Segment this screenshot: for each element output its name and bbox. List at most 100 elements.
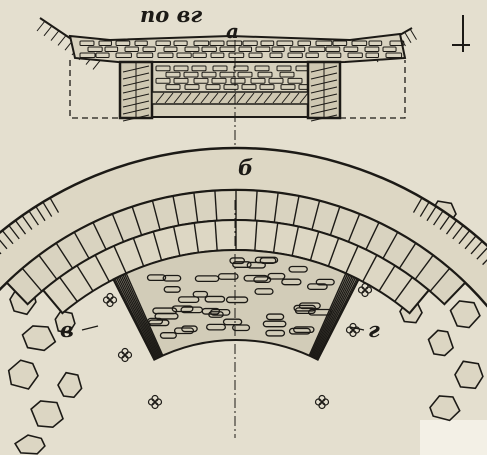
label-b: б — [238, 155, 253, 180]
tick-line — [8, 225, 20, 240]
hatch-line — [43, 25, 53, 37]
base-stone — [259, 84, 275, 90]
block-joint — [59, 276, 78, 302]
tick-line — [412, 197, 423, 213]
base-stone — [211, 77, 227, 84]
rosette-petal — [361, 282, 369, 291]
base-stone — [205, 84, 221, 90]
block-joint — [214, 220, 218, 251]
edge-joint — [114, 278, 156, 360]
block-joint — [414, 254, 434, 280]
paving-stones — [79, 40, 405, 58]
paving-stone — [238, 46, 253, 52]
paving-stone — [297, 40, 311, 46]
base-stone — [287, 77, 303, 84]
paving-stone — [193, 40, 210, 46]
base-stone — [155, 77, 171, 84]
base-stone — [219, 71, 235, 78]
paving-stone — [173, 40, 188, 46]
base-stone — [173, 65, 189, 72]
paving-stone — [287, 52, 303, 58]
margin-fragment — [452, 15, 470, 52]
block-joint — [94, 254, 110, 282]
core-stone — [293, 304, 316, 312]
core-stone — [232, 261, 252, 268]
core-stone — [204, 295, 226, 303]
block-joint — [76, 265, 94, 292]
base-stone — [191, 65, 207, 72]
base-stone — [280, 84, 296, 90]
core-stone — [201, 307, 221, 315]
paving-stone — [79, 40, 95, 46]
paper-highlight — [420, 420, 487, 455]
block-joint — [113, 245, 127, 274]
edge-joint — [317, 279, 360, 360]
label-a: а — [226, 19, 239, 43]
curb-blocks — [6, 190, 466, 360]
base-stone — [165, 71, 181, 78]
base-stone — [268, 77, 284, 84]
paving-stone — [104, 46, 119, 52]
edge-joint — [120, 275, 161, 358]
tick-line — [0, 239, 8, 250]
tick-line — [458, 230, 471, 245]
base-stone — [193, 77, 209, 84]
plan-view — [0, 146, 487, 455]
block-joint — [398, 242, 417, 269]
tick-line — [426, 206, 437, 222]
block-joint — [152, 231, 163, 261]
tick-line — [470, 240, 483, 255]
hatch-line — [50, 30, 60, 41]
paving-stone — [260, 40, 275, 46]
base-stone — [237, 71, 253, 78]
rosette-petal — [318, 394, 326, 403]
paving-stone — [210, 52, 225, 58]
paving-stone — [79, 52, 96, 58]
paving-stone — [209, 40, 225, 46]
paving-stone — [226, 40, 243, 46]
paving-stone — [382, 46, 397, 52]
block-joint — [345, 245, 359, 274]
core-stone — [267, 272, 286, 280]
block-joint — [132, 237, 145, 267]
base-stone — [241, 84, 257, 90]
core-stone — [171, 305, 194, 313]
base-stones — [155, 65, 314, 90]
paving-stone — [157, 52, 174, 58]
core-stone — [288, 265, 308, 273]
rosette-petal — [151, 394, 159, 403]
block-joint — [172, 195, 180, 226]
paving-stone — [98, 40, 112, 46]
block-joint — [362, 254, 378, 282]
cobble — [57, 371, 83, 399]
core-stones — [146, 256, 335, 339]
block-joint — [38, 254, 58, 280]
block-joint — [55, 242, 74, 269]
tick-line — [1, 230, 14, 245]
paving-stone — [255, 46, 271, 52]
small-rosettes — [102, 282, 373, 410]
base-stone — [155, 65, 171, 72]
block-joint — [214, 190, 218, 221]
core-stone — [294, 307, 316, 315]
edge-joint — [310, 274, 350, 357]
paving-stone — [389, 40, 405, 46]
tick-line — [35, 206, 46, 222]
block-joint — [291, 226, 300, 257]
curb-ticks — [0, 197, 487, 266]
paving-stone — [305, 52, 319, 58]
tick-line — [49, 197, 60, 213]
block-joint — [131, 206, 143, 236]
cobble — [21, 325, 57, 352]
drain-hatch-line — [155, 92, 165, 104]
cobble — [449, 300, 481, 329]
core-stone — [147, 317, 164, 325]
paving-stone — [242, 40, 258, 46]
hatch-line — [410, 29, 417, 40]
block-joint — [329, 206, 341, 236]
paving-stone — [368, 40, 383, 46]
block-joint — [378, 265, 396, 292]
base-stone — [230, 77, 246, 84]
core-stone — [162, 274, 182, 282]
paving-stone — [315, 40, 333, 46]
